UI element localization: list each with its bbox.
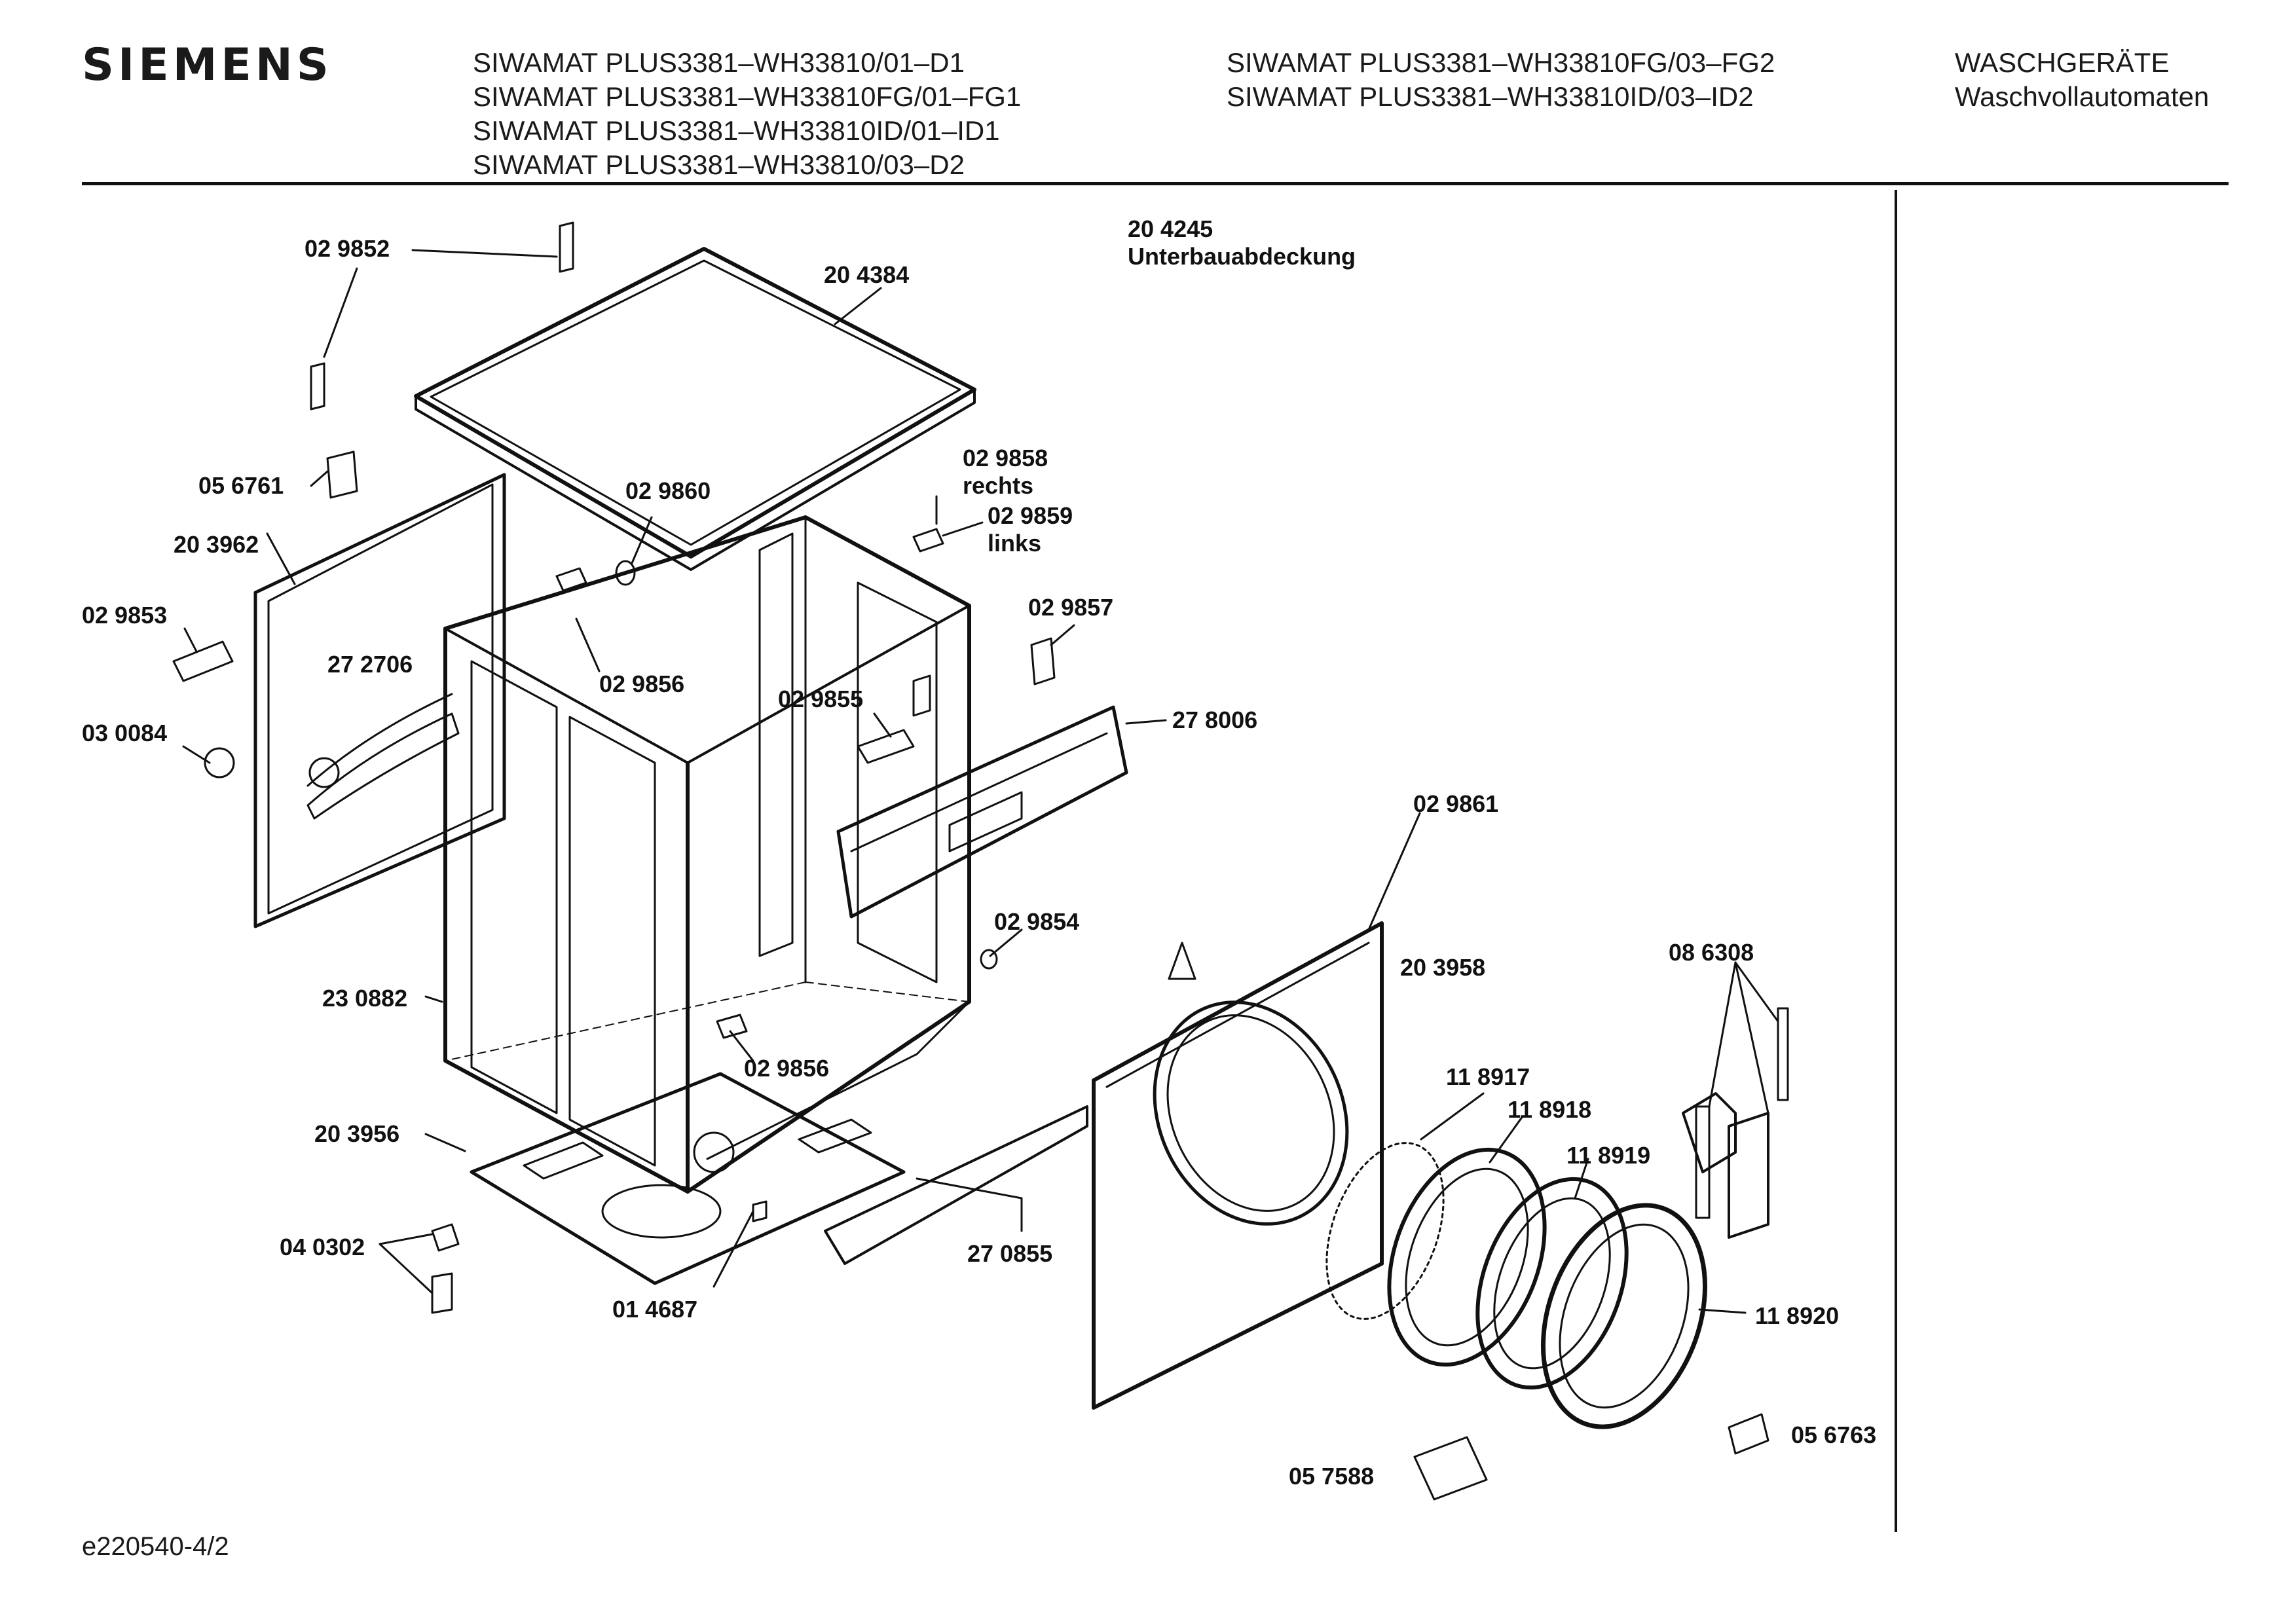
category-title: WASCHGERÄTE [1955, 47, 2170, 78]
part-label: 20 4245 [1128, 215, 1213, 242]
model-line: SIWAMAT PLUS3381–WH33810/01–D1 [473, 47, 965, 78]
part-label: 20 3956 [314, 1120, 400, 1147]
model-line: SIWAMAT PLUS3381–WH33810/03–D2 [473, 149, 965, 180]
cabinet-frame [445, 517, 969, 1192]
part-label: 02 9855 [778, 686, 864, 712]
part-description: Unterbauabdeckung [1128, 243, 1356, 270]
part-label: 04 0302 [280, 1234, 365, 1260]
part-label: 02 9856 [599, 670, 685, 697]
model-list-2: SIWAMAT PLUS3381–WH33810FG/03–FG2 SIWAMA… [1227, 46, 1775, 114]
category-subtitle: Waschvollautomaten [1955, 81, 2210, 112]
side-panel [255, 475, 504, 926]
part-label: 05 6761 [198, 472, 284, 499]
part-description: rechts [963, 472, 1034, 499]
part-label: 27 8006 [1172, 706, 1258, 733]
part-label: 02 9854 [994, 908, 1080, 935]
column-divider [1895, 190, 1897, 1532]
part-label: 27 0855 [967, 1240, 1053, 1267]
part-label: 11 8917 [1446, 1063, 1530, 1090]
part-label: 03 0084 [82, 720, 168, 746]
part-label: 11 8920 [1755, 1302, 1840, 1329]
part-label: 11 8919 [1566, 1142, 1651, 1169]
door-rings [1305, 1127, 1734, 1450]
model-list-1: SIWAMAT PLUS3381–WH33810/01–D1 SIWAMAT P… [473, 46, 1021, 182]
top-cover [416, 249, 974, 570]
small-parts [174, 223, 1768, 1499]
drawing-id: e220540-4/2 [82, 1532, 229, 1561]
model-line: SIWAMAT PLUS3381–WH33810FG/01–FG1 [473, 81, 1022, 112]
part-label: 20 4384 [824, 261, 910, 288]
part-label: 08 6308 [1669, 939, 1754, 966]
part-label: 20 3962 [174, 531, 259, 558]
header-rule [82, 182, 2229, 185]
part-label: 20 3958 [1400, 954, 1486, 981]
part-label: 02 9858 [963, 445, 1048, 471]
part-label: 02 9853 [82, 602, 168, 629]
model-line: SIWAMAT PLUS3381–WH33810ID/03–ID2 [1227, 81, 1754, 112]
part-label: 02 9861 [1413, 790, 1499, 817]
part-label: 02 9860 [625, 477, 711, 504]
part-label: 23 0882 [322, 985, 408, 1012]
lower-rail [825, 1107, 1087, 1264]
front-panel [1094, 923, 1382, 1408]
model-line: SIWAMAT PLUS3381–WH33810ID/01–ID1 [473, 115, 1000, 146]
leader-lines [183, 250, 1778, 1313]
part-description: links [988, 530, 1042, 557]
part-label: 05 7588 [1289, 1463, 1375, 1490]
base-plate [472, 1074, 904, 1283]
door-hinge [1683, 1008, 1788, 1237]
part-label: 01 4687 [612, 1296, 698, 1323]
control-panel-bracket [838, 707, 1126, 917]
category-block: WASCHGERÄTE Waschvollautomaten [1955, 46, 2209, 114]
part-label: 02 9859 [988, 502, 1073, 529]
part-label: 02 9857 [1028, 594, 1114, 621]
brand-logo: SIEMENS [82, 39, 333, 91]
part-label: 02 9856 [744, 1055, 830, 1082]
model-line: SIWAMAT PLUS3381–WH33810FG/03–FG2 [1227, 47, 1775, 78]
part-label: 11 8918 [1508, 1096, 1592, 1123]
part-label: 05 6763 [1791, 1421, 1877, 1448]
part-label: 27 2706 [327, 651, 413, 678]
part-label: 02 9852 [305, 235, 390, 262]
